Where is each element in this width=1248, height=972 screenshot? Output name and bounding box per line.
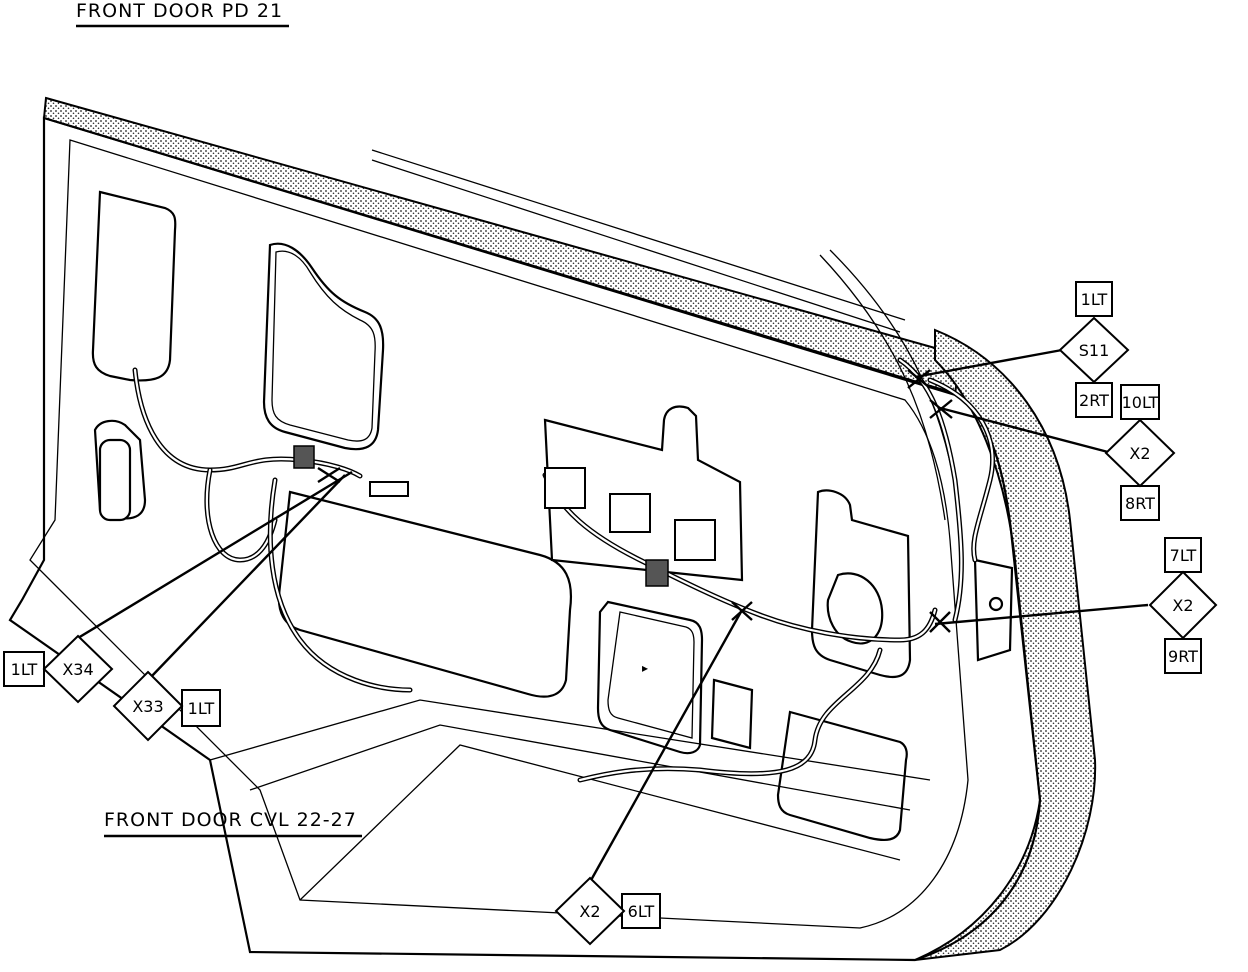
x2-right-bottom-label: 9RT <box>1168 647 1198 666</box>
s11-id: S11 <box>1079 341 1110 360</box>
svg-text:▸: ▸ <box>642 661 648 675</box>
door-right-edge <box>914 328 1097 961</box>
opening-square-2 <box>710 678 754 750</box>
bottom-title: FRONT DOOR CVL 22-27 <box>104 809 362 838</box>
callout-x2-right: 7LT 9RT X2 <box>1148 537 1218 674</box>
x33-id: X33 <box>132 697 163 716</box>
x2-upper-bottom-label: 8RT <box>1125 494 1155 513</box>
s11-top-label: 1LT <box>1081 290 1108 309</box>
x2-upper-top-label: 10LT <box>1122 393 1159 412</box>
x2-right-top-label: 7LT <box>1170 546 1197 565</box>
callout-x34: 1LT X34 <box>3 634 114 704</box>
x2-right-id: X2 <box>1172 596 1193 615</box>
bottom-title-text: FRONT DOOR CVL 22-27 <box>104 809 357 831</box>
x34-side-label: 1LT <box>11 660 38 679</box>
opening-lower-long <box>277 490 572 698</box>
callout-x33: 1LT X33 <box>112 670 221 742</box>
x33-side-label: 1LT <box>188 699 215 718</box>
callout-s11: 1LT 2RT S11 <box>1058 281 1130 418</box>
callout-x2-bottom: 6LT X2 <box>554 876 661 946</box>
opening-upper-left <box>91 190 177 382</box>
x2-bottom-id: X2 <box>579 902 600 921</box>
opening-square-1 <box>596 600 704 755</box>
x34-id: X34 <box>62 660 93 679</box>
top-title: FRONT DOOR PD 21 <box>76 0 289 28</box>
x2-bottom-side-label: 6LT <box>628 902 655 921</box>
door-top-edge <box>42 96 962 397</box>
s11-bottom-label: 2RT <box>1079 391 1109 410</box>
wiring-harness <box>98 357 995 783</box>
door-panel: ▸ <box>8 96 1097 962</box>
harness-junction-marks <box>317 369 953 633</box>
opening-access <box>262 242 385 451</box>
leader-lines <box>77 348 1149 883</box>
x2-upper-id: X2 <box>1129 444 1150 463</box>
callout-x2-upper: 10LT 8RT X2 <box>1104 384 1176 521</box>
opening-right-lower <box>810 489 912 679</box>
top-title-text: FRONT DOOR PD 21 <box>76 0 283 22</box>
